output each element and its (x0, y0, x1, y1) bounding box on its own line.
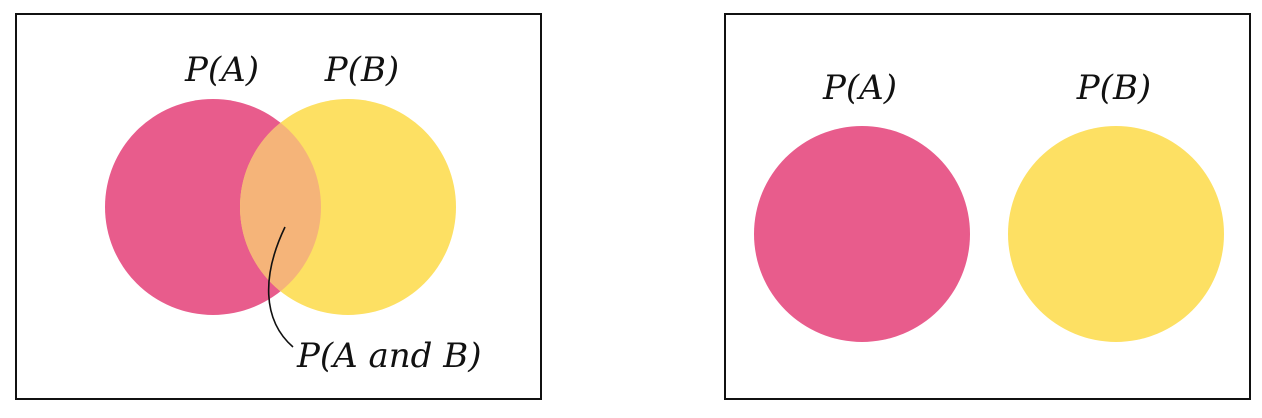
label-p-a: P(A) (822, 68, 897, 108)
intersection-region (240, 99, 321, 315)
circle-b (1008, 126, 1224, 342)
label-p-b: P(B) (1076, 68, 1151, 108)
overlapping-events-panel: P(A) P(B) P(A and B) (15, 13, 542, 400)
overlapping-venn-diagram: P(A) P(B) P(A and B) (105, 50, 482, 376)
intersection-pointer (267, 226, 294, 348)
disjoint-events-panel: P(A) P(B) (724, 13, 1251, 400)
circle-a (754, 126, 970, 342)
label-p-a: P(A) (184, 50, 259, 90)
label-p-b: P(B) (324, 50, 399, 90)
disjoint-venn-diagram: P(A) P(B) (754, 68, 1224, 342)
label-p-a-and-b: P(A and B) (296, 336, 482, 376)
